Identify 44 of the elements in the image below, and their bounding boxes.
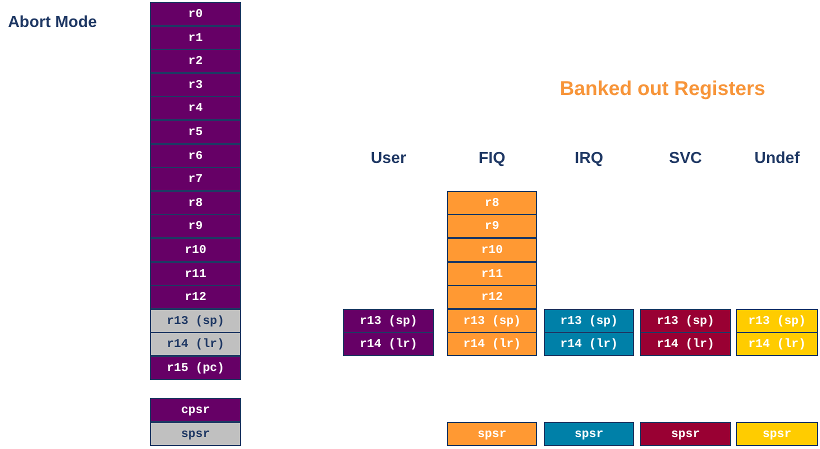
column-header: IRQ: [574, 150, 604, 168]
register-box: r14 (lr): [736, 332, 818, 356]
register-box: r12: [447, 285, 537, 310]
register-box: r10: [447, 238, 537, 262]
register-box: r8: [150, 190, 241, 215]
column-header: User: [370, 150, 408, 168]
column-header: Undef: [753, 150, 801, 168]
register-box: r13 (sp): [544, 308, 634, 333]
register-box: r13 (sp): [640, 308, 731, 333]
register-box: r13 (sp): [736, 308, 818, 333]
register-box: r14 (lr): [150, 332, 241, 356]
register-box: r10: [150, 238, 241, 262]
register-box: r7: [150, 167, 241, 192]
register-box: spsr: [736, 422, 818, 446]
register-box: r8: [447, 190, 537, 215]
register-box: r3: [150, 72, 241, 97]
register-box: r11: [447, 262, 537, 286]
register-box: r13 (sp): [447, 308, 537, 333]
register-box: r13 (sp): [343, 308, 434, 333]
register-box: r9: [447, 214, 537, 238]
mode-title: Abort Mode: [8, 14, 98, 32]
register-box: spsr: [150, 422, 241, 446]
section-heading: Banked out Registers: [558, 78, 766, 101]
column-header: SVC: [668, 150, 703, 168]
register-box: r6: [150, 144, 241, 168]
register-box: r0: [150, 2, 241, 26]
register-box: r9: [150, 214, 241, 238]
register-box: spsr: [640, 422, 731, 446]
register-box: r14 (lr): [640, 332, 731, 356]
register-box: r15 (pc): [150, 356, 241, 380]
register-box: r11: [150, 262, 241, 286]
register-box: r13 (sp): [150, 308, 241, 333]
register-box: r2: [150, 49, 241, 74]
register-box: spsr: [447, 422, 537, 446]
register-box: cpsr: [150, 398, 241, 422]
register-box: spsr: [544, 422, 634, 446]
register-box: r14 (lr): [447, 332, 537, 356]
column-header: FIQ: [478, 150, 506, 168]
register-box: r12: [150, 285, 241, 310]
register-box: r14 (lr): [544, 332, 634, 356]
register-box: r1: [150, 26, 241, 50]
register-box: r14 (lr): [343, 332, 434, 356]
register-box: r4: [150, 96, 241, 120]
register-box: r5: [150, 120, 241, 144]
